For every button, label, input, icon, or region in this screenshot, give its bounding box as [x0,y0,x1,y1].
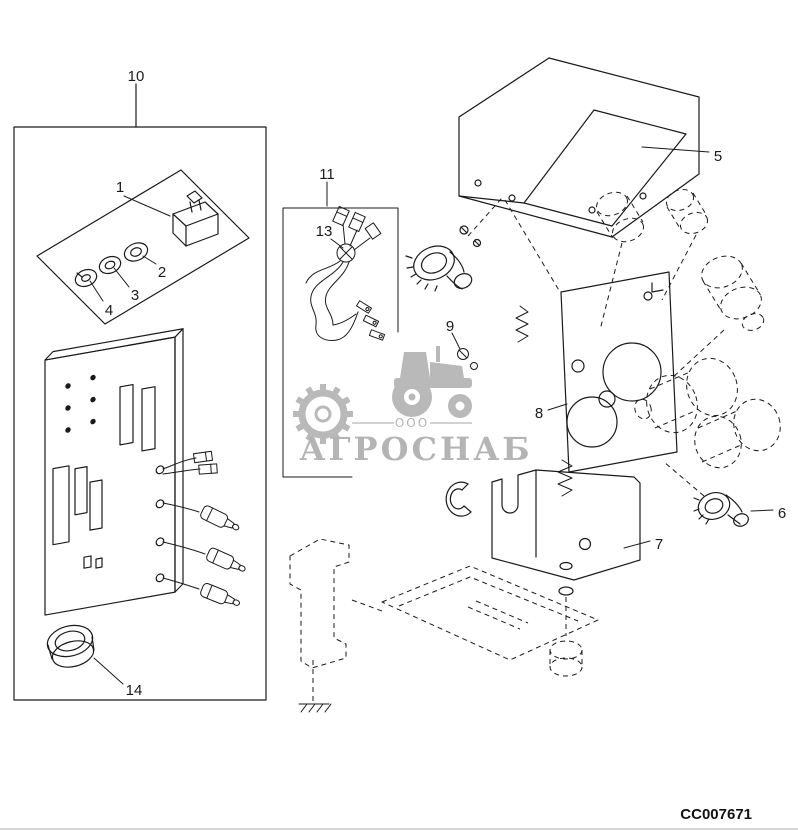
callout-5: 5 [714,148,722,165]
watermark-org-name: АГРОСНАБ [299,430,532,468]
callout-3: 3 [131,287,139,304]
spring-and-screw [457,305,529,370]
gear-icon [293,384,353,444]
ground-hatch [298,703,332,713]
wiring-harness [305,205,386,341]
phantom-parts-dashed [289,188,781,702]
leader-lines [89,146,774,685]
callout-4: 4 [105,302,113,319]
callouts: 1 2 3 4 5 6 7 8 9 10 11 13 14 [105,68,786,699]
nut-and-washers [74,242,149,288]
spring-under-plate [557,459,573,497]
tractor-icon [392,346,472,418]
callout-13: 13 [316,223,333,240]
harness-boundary [282,207,399,478]
kit-boundary-box [13,83,267,701]
callout-11: 11 [319,166,335,183]
callout-2: 2 [158,264,166,281]
mounting-bracket [491,469,641,596]
part-code: CC007671 [680,806,752,823]
panel-wires-connectors [162,450,246,606]
callout-1: 1 [116,179,124,196]
watermark: ООО АГРОСНАБ [293,346,532,468]
enclosure-box [458,57,700,238]
callout-8: 8 [535,405,543,422]
callout-9: 9 [446,318,454,335]
watermark-org-form: ООО [395,416,429,430]
retaining-clip [445,481,472,517]
panel-knob [46,624,95,668]
gauge-plate [560,271,678,473]
toggle-switch [172,190,219,247]
small-knob [693,492,749,527]
indicator-cylinder [405,225,482,292]
callout-14: 14 [126,682,143,699]
callout-10: 10 [128,68,145,85]
callout-7: 7 [655,536,663,553]
callout-6: 6 [778,505,786,522]
control-panel [44,328,184,616]
